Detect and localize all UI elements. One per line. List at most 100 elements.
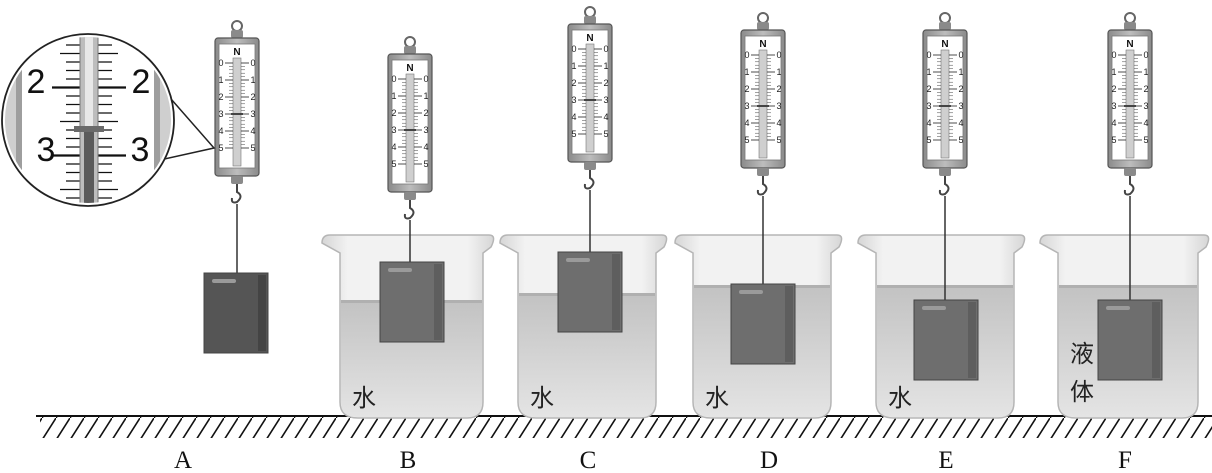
metal-block-b bbox=[379, 261, 445, 343]
scale-tick-label: 5 bbox=[1111, 135, 1116, 145]
scale-tick-label: 1 bbox=[1143, 67, 1148, 77]
scale-tick-label: 5 bbox=[250, 143, 255, 153]
scale-tick-label: 0 bbox=[603, 44, 608, 54]
scale-unit: N bbox=[406, 63, 413, 74]
scale-tick-label: 4 bbox=[1111, 118, 1116, 128]
scale-tick-label: 1 bbox=[391, 91, 396, 101]
scale-tick-label: 1 bbox=[603, 61, 608, 71]
scale-tick-label: 3 bbox=[1143, 101, 1148, 111]
scale-tick-label: 3 bbox=[958, 101, 963, 111]
magnifier-pointer-line bbox=[74, 126, 104, 132]
scale-tick-label: 5 bbox=[1143, 135, 1148, 145]
setup-label-e: E bbox=[938, 447, 953, 473]
scale-tick-label: 4 bbox=[391, 142, 396, 152]
scale-unit: N bbox=[1126, 39, 1133, 50]
metal-block-d bbox=[730, 283, 796, 365]
scale-hook bbox=[403, 200, 415, 220]
metal-block-f bbox=[1097, 299, 1163, 381]
scale-tick-label: 3 bbox=[926, 101, 931, 111]
scale-tick-label: 3 bbox=[776, 101, 781, 111]
scale-tick-label: 1 bbox=[776, 67, 781, 77]
scale-tick-label: 2 bbox=[571, 78, 576, 88]
scale-tick-label: 4 bbox=[958, 118, 963, 128]
scale-hook bbox=[1123, 176, 1135, 196]
scale-tick-label: 4 bbox=[571, 112, 576, 122]
scale-tick-label: 0 bbox=[958, 50, 963, 60]
scale-tick-label: 2 bbox=[603, 78, 608, 88]
magnifier-left-lower-number: 3 bbox=[37, 131, 56, 169]
scale-tick-label: 2 bbox=[744, 84, 749, 94]
scale-tick-label: 4 bbox=[776, 118, 781, 128]
scale-tick-label: 1 bbox=[423, 91, 428, 101]
scale-tick-label: 2 bbox=[776, 84, 781, 94]
scale-tick-label: 0 bbox=[1143, 50, 1148, 60]
scale-unit: N bbox=[941, 39, 948, 50]
scale-tick-label: 0 bbox=[250, 58, 255, 68]
scale-tick-label: 3 bbox=[391, 125, 396, 135]
magnifier-right-upper-number: 2 bbox=[132, 63, 151, 101]
setup-label-f: F bbox=[1118, 447, 1132, 473]
scale-tick-label: 5 bbox=[571, 129, 576, 139]
scale-tick-label: 4 bbox=[744, 118, 749, 128]
scale-tick-label: 5 bbox=[391, 159, 396, 169]
scale-tick-label: 1 bbox=[744, 67, 749, 77]
scale-tick-label: 3 bbox=[1111, 101, 1116, 111]
scale-tick-label: 1 bbox=[1111, 67, 1116, 77]
liquid-label: 水 bbox=[530, 384, 554, 412]
scale-hook bbox=[756, 176, 768, 196]
scale-tick-label: 4 bbox=[423, 142, 428, 152]
magnifier-callout: 2 2 3 3 bbox=[1, 33, 216, 207]
scale-tick-label: 0 bbox=[1111, 50, 1116, 60]
scale-hook bbox=[583, 170, 595, 190]
setup-label-b: B bbox=[400, 447, 417, 473]
scale-tick-label: 4 bbox=[250, 126, 255, 136]
scale-unit: N bbox=[233, 47, 240, 58]
metal-block-c bbox=[557, 251, 623, 333]
liquid-label: 水 bbox=[888, 384, 912, 412]
scale-tick-label: 0 bbox=[218, 58, 223, 68]
scale-tick-label: 0 bbox=[571, 44, 576, 54]
liquid-label: 水 bbox=[705, 384, 729, 412]
scale-tick-label: 0 bbox=[776, 50, 781, 60]
scale-tick-label: 4 bbox=[218, 126, 223, 136]
scale-tick-label: 5 bbox=[603, 129, 608, 139]
scale-tick-label: 3 bbox=[744, 101, 749, 111]
liquid-label: 体 bbox=[1070, 378, 1094, 406]
scale-tick-label: 4 bbox=[1143, 118, 1148, 128]
ground-surface bbox=[36, 415, 1212, 438]
scale-tick-label: 0 bbox=[926, 50, 931, 60]
magnifier-right-lower-number: 3 bbox=[131, 131, 150, 169]
scale-tick-label: 0 bbox=[391, 74, 396, 84]
scale-tick-label: 2 bbox=[391, 108, 396, 118]
scale-tick-label: 5 bbox=[423, 159, 428, 169]
scale-tick-label: 3 bbox=[218, 109, 223, 119]
setup-label-c: C bbox=[580, 447, 597, 473]
liquid-label: 水 bbox=[352, 384, 376, 412]
scale-tick-label: 1 bbox=[218, 75, 223, 85]
setup-label-a: A bbox=[174, 447, 192, 473]
scale-tick-label: 2 bbox=[1143, 84, 1148, 94]
scale-tick-label: 2 bbox=[218, 92, 223, 102]
scale-tick-label: 2 bbox=[926, 84, 931, 94]
scale-tick-label: 2 bbox=[250, 92, 255, 102]
scale-tick-label: 1 bbox=[958, 67, 963, 77]
setup-label-d: D bbox=[760, 447, 778, 473]
scale-tick-label: 1 bbox=[571, 61, 576, 71]
scale-tick-label: 3 bbox=[423, 125, 428, 135]
magnifier-left-upper-number: 2 bbox=[27, 63, 46, 101]
scale-tick-label: 5 bbox=[958, 135, 963, 145]
scale-tick-label: 5 bbox=[926, 135, 931, 145]
scale-hook bbox=[230, 184, 242, 204]
scale-tick-label: 4 bbox=[926, 118, 931, 128]
liquid bbox=[341, 300, 482, 417]
scale-tick-label: 4 bbox=[603, 112, 608, 122]
scale-tick-label: 3 bbox=[571, 95, 576, 105]
